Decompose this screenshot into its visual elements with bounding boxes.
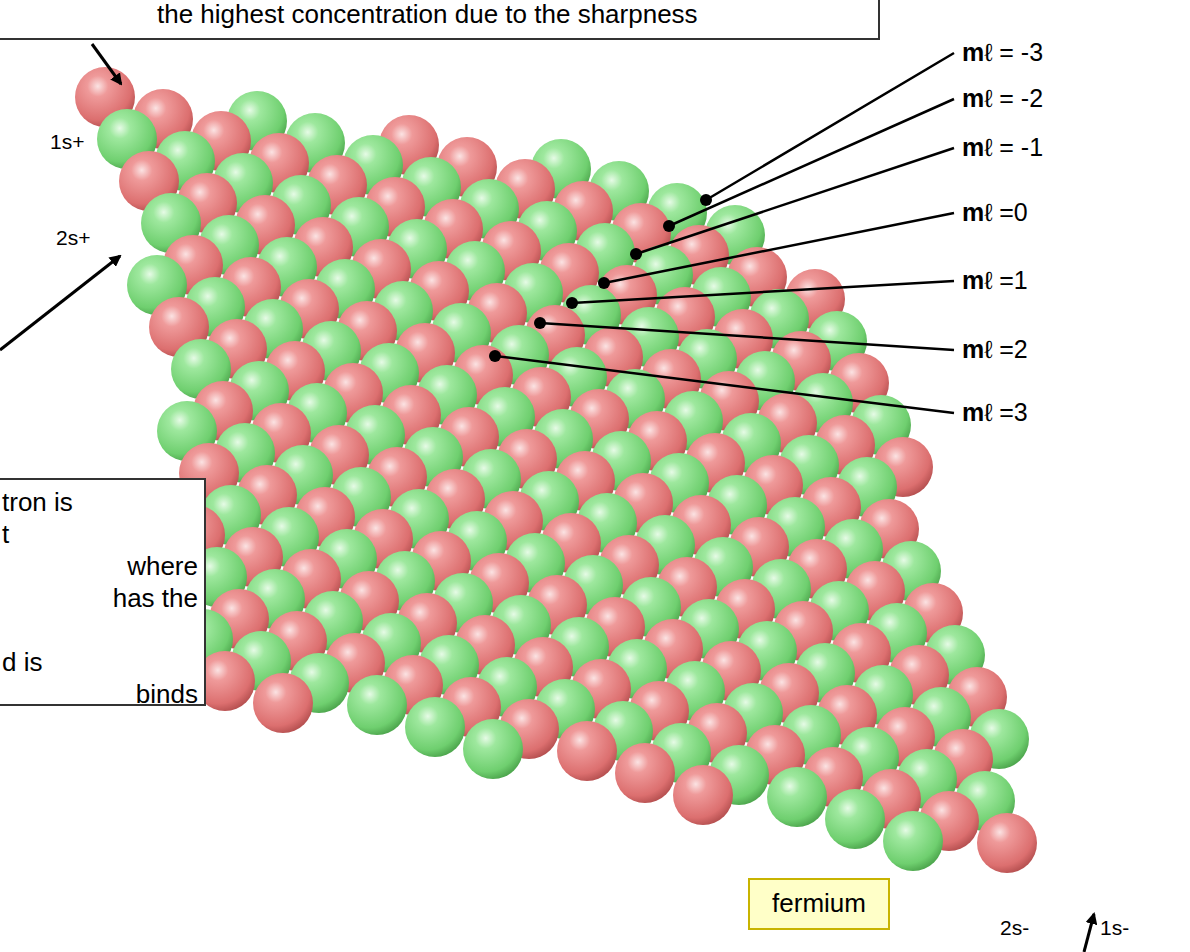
- note-text: where: [127, 552, 198, 582]
- sphere: [615, 743, 675, 803]
- sphere: [253, 673, 313, 733]
- orbital-label: 2s-: [1000, 916, 1029, 940]
- sphere: [977, 813, 1037, 873]
- quantum-number-label: mℓ =3: [962, 398, 1028, 427]
- note-box: the highest concentration due to the sha…: [0, 0, 880, 40]
- quantum-number-label: mℓ =0: [962, 198, 1028, 227]
- sphere: [825, 789, 885, 849]
- dot: [489, 350, 501, 362]
- note-text: fermium: [772, 889, 866, 919]
- leader-line: [604, 213, 954, 283]
- dot: [630, 248, 642, 260]
- sphere: [463, 719, 523, 779]
- sphere: [557, 721, 617, 781]
- leader-lines: [495, 53, 954, 413]
- element-name-box: fermium: [748, 878, 890, 930]
- orbital-label: 2s+: [56, 226, 90, 250]
- sphere: [347, 675, 407, 735]
- leader-line: [706, 53, 954, 200]
- leader-line: [495, 356, 954, 413]
- quantum-number-label: mℓ =1: [962, 266, 1028, 295]
- note-box: tron istwherehas thed isbinds: [0, 478, 206, 706]
- leader-line: [636, 148, 954, 254]
- note-text: tron is: [2, 488, 73, 518]
- sphere: [767, 767, 827, 827]
- pointer-arrow: [92, 44, 121, 84]
- leader-line: [540, 323, 954, 350]
- note-text: d is: [2, 648, 42, 678]
- dot: [663, 220, 675, 232]
- sphere: [673, 765, 733, 825]
- sphere: [883, 811, 943, 871]
- quantum-number-label: mℓ =2: [962, 335, 1028, 364]
- sphere: [405, 697, 465, 757]
- dot: [534, 317, 546, 329]
- note-text: t: [2, 520, 9, 550]
- pointer-arrow: [1084, 914, 1094, 952]
- pointer-arrow: [0, 256, 120, 350]
- orbital-label: 1s+: [50, 130, 84, 154]
- quantum-number-label: mℓ = -2: [962, 84, 1043, 113]
- sphere-lattice: [75, 67, 1037, 873]
- dot: [700, 194, 712, 206]
- dot: [598, 277, 610, 289]
- dot: [566, 297, 578, 309]
- note-text: has the: [113, 584, 198, 614]
- note-text: binds: [136, 680, 198, 710]
- leader-dots: [489, 194, 712, 362]
- quantum-number-label: mℓ = -1: [962, 133, 1043, 162]
- leader-line: [572, 281, 954, 303]
- quantum-number-label: mℓ = -3: [962, 38, 1043, 67]
- note-text: the highest concentration due to the sha…: [157, 0, 698, 30]
- orbital-label: 1s-: [1100, 916, 1129, 940]
